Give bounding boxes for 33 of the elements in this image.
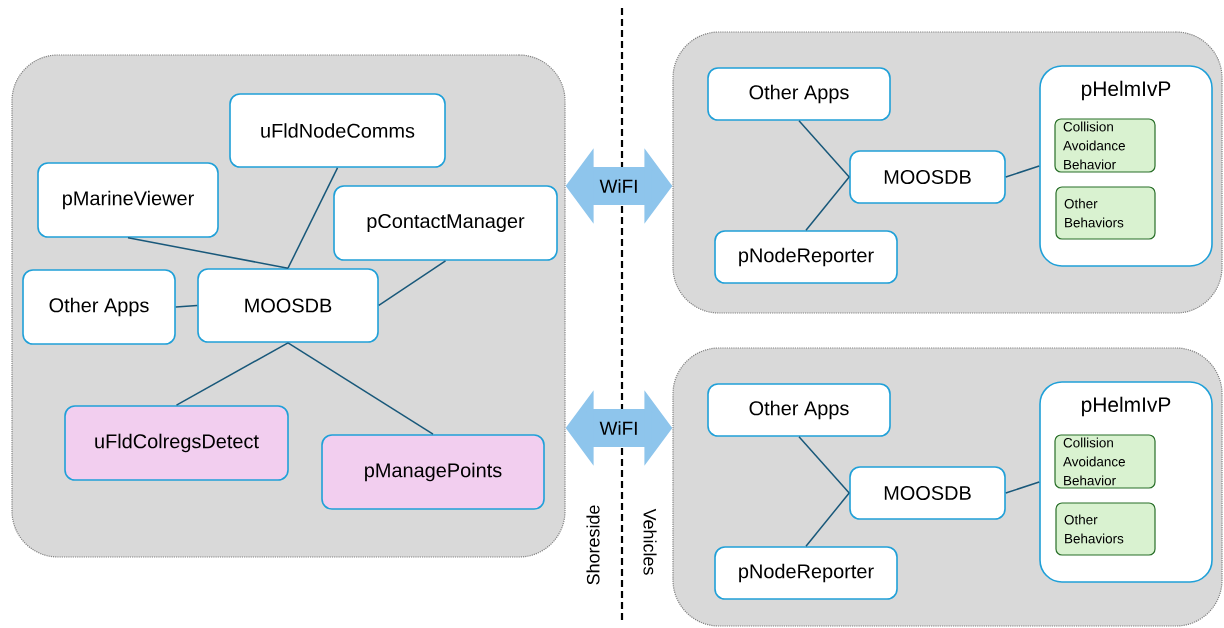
connector-line — [798, 120, 850, 178]
edge-label: WiFI — [599, 421, 637, 435]
process-box: MOOSDB — [849, 150, 1006, 204]
process-box: MOOSDB — [197, 268, 379, 343]
connector-line — [798, 436, 850, 494]
process-box: pMarineViewer — [37, 162, 219, 238]
side-label: Vehicles — [643, 508, 657, 575]
process-box: pContactManager — [333, 185, 558, 261]
connector-line — [175, 304, 198, 308]
connector-line — [805, 492, 850, 547]
connector-line — [175, 342, 289, 406]
side-label: Shoreside — [586, 505, 600, 585]
process-box: Other Apps — [22, 269, 176, 345]
connector-line — [378, 260, 447, 307]
process-box: uFldColregsDetect — [64, 405, 289, 481]
behavior-box: Collision Avoidance Behavior — [1054, 118, 1156, 173]
connector-line — [287, 167, 339, 269]
behavior-box: Other Behaviors — [1055, 186, 1156, 240]
process-box: Other Apps — [707, 67, 891, 121]
process-box: pManagePoints — [321, 434, 545, 510]
behavior-box: Collision Avoidance Behavior — [1054, 434, 1156, 489]
process-box: pNodeReporter — [714, 546, 898, 600]
connector-line — [1005, 165, 1040, 178]
process-box: pNodeReporter — [714, 230, 898, 284]
process-box: Other Apps — [707, 383, 891, 437]
connector-line — [287, 342, 434, 435]
connector-line — [127, 237, 289, 269]
connector-line — [805, 176, 850, 231]
behavior-box: Other Behaviors — [1055, 502, 1156, 556]
process-box: MOOSDB — [849, 466, 1006, 520]
edge-label: WiFI — [599, 179, 637, 193]
connector-line — [1005, 481, 1040, 494]
process-box: uFldNodeComms — [229, 93, 446, 168]
